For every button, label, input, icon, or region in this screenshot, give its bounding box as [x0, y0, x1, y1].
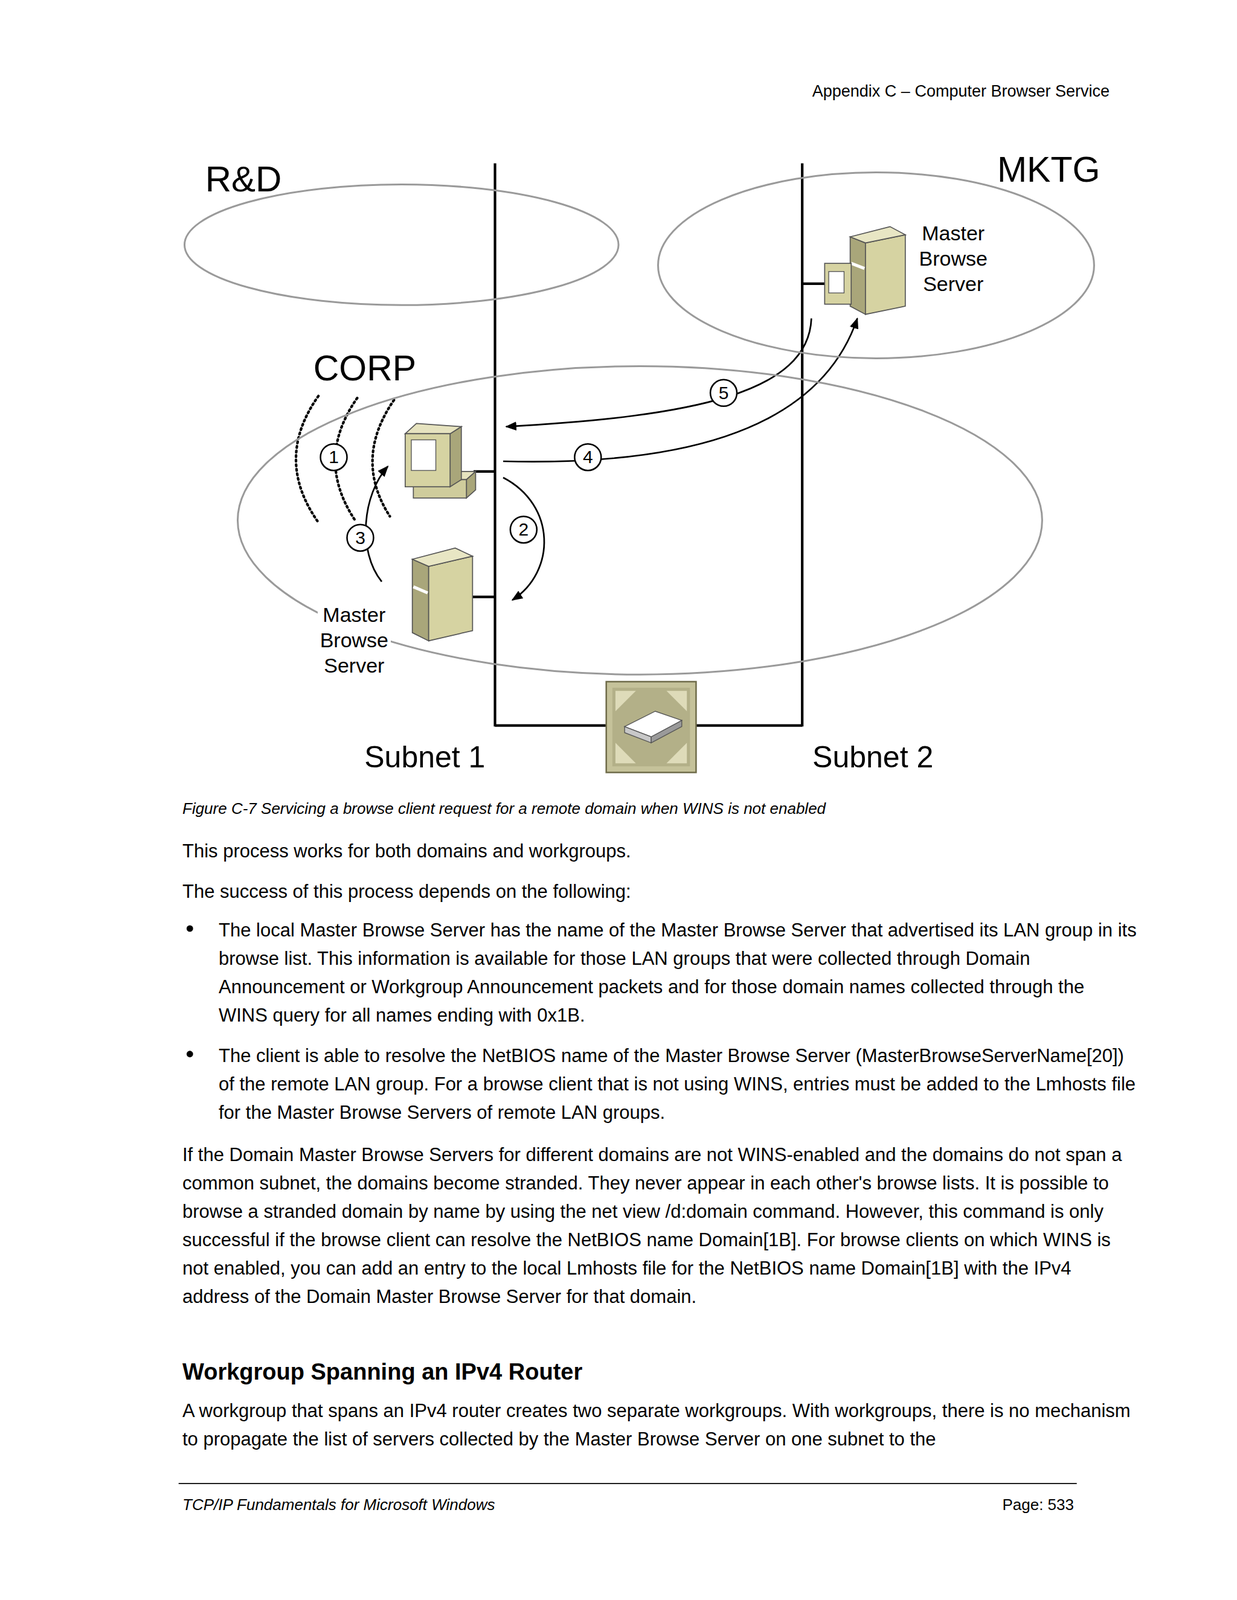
callout-circle [510, 516, 537, 543]
server-side [412, 559, 429, 641]
router-wire [495, 724, 607, 728]
callout-circle [574, 443, 601, 471]
callout-number: 3 [347, 526, 373, 551]
router-panel [612, 687, 690, 767]
server-stripe [851, 263, 865, 269]
router-arrow [615, 690, 637, 712]
page-number: Page: 533 [1002, 1495, 1074, 1515]
server-node: Master Browse Server [317, 602, 391, 679]
host-stub [802, 282, 825, 286]
monitor-body [824, 263, 852, 305]
body-paragraph: This process works for both domains and … [182, 837, 1137, 866]
client-monitor-front [405, 433, 450, 487]
server-label: Master Browse Server [317, 602, 391, 679]
callout-number: 5 [711, 381, 736, 406]
client-base-side [466, 471, 476, 499]
client-monitor-side [449, 427, 462, 488]
domain-ellipse: MKTGMaster Browse Server [657, 171, 1096, 360]
domain-ellipse: CORPMaster Browse Server [236, 365, 1044, 676]
subnet-wire [493, 163, 496, 728]
callout-circle [710, 379, 737, 407]
server-stripe [413, 587, 428, 594]
client-monitor-screen [411, 440, 437, 472]
domain-name: CORP [313, 350, 417, 387]
bullet-item: The local Master Browse Server has the n… [218, 916, 1137, 1030]
domain-name: MKTG [997, 152, 1100, 188]
figure-caption: Figure C-7 Servicing a browse client req… [182, 799, 1137, 819]
section-heading: Workgroup Spanning an IPv4 Router [182, 1358, 1137, 1387]
subnet-label: Subnet 2 [812, 742, 934, 773]
ellipse-shape [658, 172, 1095, 359]
client-monitor-top [405, 423, 462, 434]
bullet-item: The client is able to resolve the NetBIO… [218, 1041, 1137, 1128]
body-paragraph: If the Domain Master Browse Servers for … [182, 1140, 1137, 1312]
footer-rule [178, 1483, 1077, 1485]
domain-name: R&D [205, 161, 283, 198]
ellipse-shape [184, 184, 620, 306]
server-label: Master Browse Server [916, 220, 990, 297]
host-stub [471, 596, 496, 599]
list-bullet [186, 925, 194, 933]
subnet-wire [800, 163, 804, 728]
callout-circle [320, 443, 348, 471]
router-wire [695, 724, 803, 728]
subnet-label: Subnet 1 [364, 742, 486, 773]
ellipse-outline [183, 183, 620, 307]
message-arrow [503, 477, 545, 601]
host-stub [473, 470, 495, 473]
callout-number: 2 [511, 517, 536, 542]
body-paragraph: A workgroup that spans an IPv4 router cr… [182, 1397, 1137, 1454]
monitor-screen [828, 271, 844, 293]
message-arrow [506, 318, 812, 427]
callout-number: 1 [321, 445, 347, 470]
server-top [850, 226, 906, 243]
message-arrow [503, 318, 858, 462]
ellipse-outline [657, 171, 1096, 360]
domain-ellipse: R&D [183, 183, 620, 307]
router-slab-top [624, 711, 682, 737]
broadcast-wave [372, 400, 395, 518]
running-header: Appendix C – Computer Browser Service [812, 81, 1110, 101]
callout-number: 4 [575, 445, 600, 470]
router-arrow [615, 742, 637, 764]
router-arrow [666, 690, 687, 712]
server-front [428, 556, 473, 641]
footer-title: TCP/IP Fundamentals for Microsoft Window… [182, 1495, 496, 1515]
list-bullet [186, 1050, 194, 1058]
server-top [412, 548, 473, 567]
server-side [850, 236, 866, 315]
callout-circle [347, 524, 374, 552]
server-node: Master Browse Server [916, 220, 990, 297]
body-paragraph: The success of this process depends on t… [182, 877, 1137, 907]
router-arrow [666, 742, 687, 764]
broadcast-wave [295, 396, 319, 524]
router-icon [606, 681, 697, 773]
message-arrow [366, 466, 389, 582]
server-front [865, 234, 906, 315]
